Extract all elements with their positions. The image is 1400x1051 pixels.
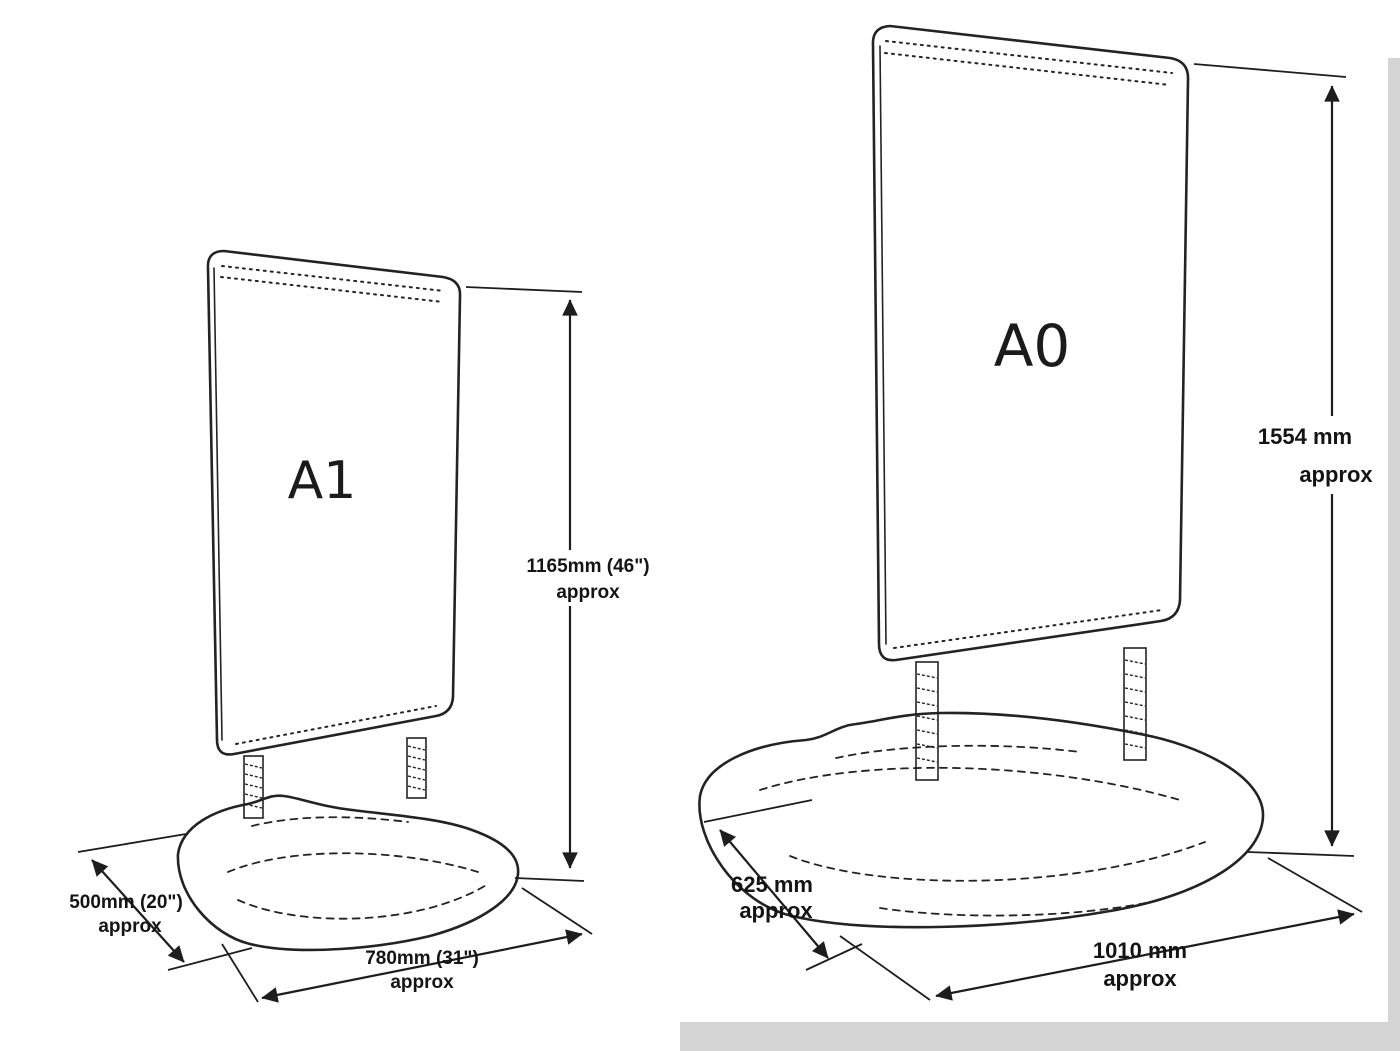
right-height-label-line2: approx — [1299, 462, 1373, 487]
left-sign-panel: A1 — [206, 249, 462, 756]
left-height-dimension: 1165mm (46") approx — [465, 286, 658, 882]
right-height-label-bg — [1242, 416, 1374, 494]
left-sign-base — [176, 794, 520, 952]
right-width-label-line1: 1010 mm — [1093, 938, 1187, 963]
right-height-label-line1: 1554 mm — [1258, 424, 1352, 449]
height-label-bg — [518, 550, 658, 606]
left-height-label-line1: 1165mm (46") — [526, 556, 649, 577]
left-height-label-line2: approx — [556, 582, 620, 603]
left-width-label-line2: approx — [390, 972, 454, 993]
left-depth-label-line1: 500mm (20") — [69, 892, 183, 913]
left-width-dimension: 780mm (31") approx — [221, 887, 593, 1003]
left-width-label-line1: 780mm (31") — [365, 948, 479, 969]
scan-edge-bottom — [680, 1022, 1400, 1051]
right-sign-base — [698, 711, 1265, 929]
right-depth-label-line2: approx — [739, 898, 813, 923]
panel-label-a0: A0 — [994, 312, 1071, 380]
right-sign-posts — [915, 647, 1147, 781]
scan-edge-right — [1388, 58, 1400, 1051]
left-sign-posts — [243, 737, 427, 819]
left-depth-dimension: 500mm (20") approx — [69, 833, 253, 971]
panel-label-a1: A1 — [288, 451, 357, 511]
left-sign-a1: A1 1165mm (46") approx 500mm (20") appro… — [69, 249, 658, 1003]
right-depth-label-line1: 625 mm — [731, 872, 813, 897]
right-width-label-line2: approx — [1103, 966, 1177, 991]
right-depth-dimension: 625 mm approx — [703, 799, 863, 971]
right-height-dimension: 1554 mm approx — [1193, 63, 1374, 857]
right-width-dimension: 1010 mm approx — [839, 857, 1363, 1001]
right-sign-panel: A0 — [871, 24, 1190, 662]
right-sign-a0: A0 1554 mm approx 625 mm approx 1010 mm … — [698, 24, 1374, 1001]
left-depth-label-line2: approx — [98, 916, 162, 937]
